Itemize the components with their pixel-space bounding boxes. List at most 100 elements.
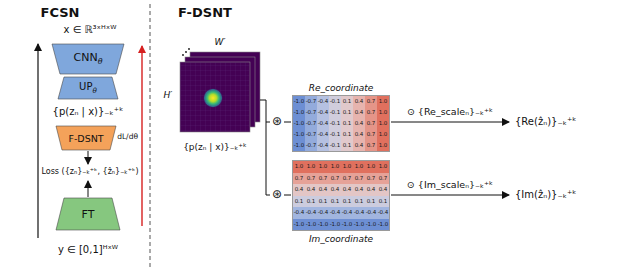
table-cell: 0.7 <box>329 173 341 185</box>
table-cell: 1.0 <box>377 107 389 118</box>
upsampling-block: UPθ <box>58 77 118 99</box>
encoder-block: CNNθ <box>52 44 124 74</box>
heatmap-pixels <box>180 62 250 132</box>
table-cell: -0.4 <box>317 107 329 118</box>
table-cell: 0.7 <box>341 173 353 185</box>
table-cell: 0.4 <box>353 96 365 107</box>
table-cell: 0.1 <box>293 196 305 208</box>
table-cell: -0.4 <box>293 207 305 219</box>
table-cell: 0.7 <box>293 173 305 185</box>
branch-line <box>284 122 291 195</box>
table-cell: 1.0 <box>377 140 389 151</box>
table-cell: -0.7 <box>305 129 317 140</box>
table-cell: 0.7 <box>305 173 317 185</box>
table-cell: -0.4 <box>341 207 353 219</box>
heatmap-peak <box>203 88 223 108</box>
trapezoid <box>52 44 124 74</box>
target-label: y ∈ [0,1]ᴴˣᵂ <box>57 244 119 256</box>
table-cell: -1.0 <box>329 219 341 231</box>
forward-arrow <box>37 44 38 238</box>
heatmap-layer <box>180 62 250 132</box>
block-subscript: θ <box>92 86 96 95</box>
table-cell: -0.1 <box>329 118 341 129</box>
table-cell: 0.4 <box>353 118 365 129</box>
table-cell: -0.4 <box>317 118 329 129</box>
table-cell: 0.4 <box>317 184 329 196</box>
input-label: x ∈ ℝ³ˣᴴˣᵂ <box>63 24 118 36</box>
panel-title: FCSN <box>40 6 81 21</box>
flow-arrow <box>88 181 89 197</box>
table-cell: -0.4 <box>365 207 377 219</box>
table-cell: 0.7 <box>365 107 377 118</box>
table-cell: 0.4 <box>377 184 389 196</box>
table-cell: -1.0 <box>365 219 377 231</box>
output-arrow <box>391 122 509 123</box>
table-cell: 1.0 <box>329 161 341 173</box>
table-cell: -1.0 <box>353 219 365 231</box>
table-cell: 0.4 <box>353 129 365 140</box>
table-cell: -0.4 <box>317 207 329 219</box>
block-text: F-DSNT <box>68 133 103 144</box>
block-subscript: θ <box>98 58 103 67</box>
block-text: CNNθ <box>74 51 103 66</box>
table-cell: 1.0 <box>377 161 389 173</box>
table-cell: -1.0 <box>293 140 305 151</box>
table-cell: 0.1 <box>341 96 353 107</box>
block-name: UP <box>79 81 92 92</box>
heatmap-label: {p(zₙ | x)}₋ₖ⁺ᵏ <box>182 142 248 152</box>
dimension-label: H′ <box>163 90 174 100</box>
table-cell: -0.4 <box>305 207 317 219</box>
block-text: UPθ <box>79 81 97 95</box>
table-cell: -0.7 <box>305 140 317 151</box>
fourier-block: FT <box>56 198 120 230</box>
table-cell: -1.0 <box>293 219 305 231</box>
table-cell: 0.4 <box>365 184 377 196</box>
table-cell: -0.7 <box>305 118 317 129</box>
convolution-symbol: ⊛ <box>271 115 283 129</box>
trapezoid <box>56 126 116 150</box>
coordinate-grid: Im_coordinate1.01.01.01.01.01.01.01.00.7… <box>292 160 390 231</box>
table-cell: 1.0 <box>341 161 353 173</box>
table-cell: 0.7 <box>365 129 377 140</box>
table-cell: -1.0 <box>377 219 389 231</box>
dimension-label: W′ <box>214 37 227 47</box>
scale-label: ⊙ {Im_scaleₙ}₋ₖ⁺ᵏ <box>406 180 494 191</box>
block-name: FT <box>82 208 95 221</box>
table-cell: 0.7 <box>377 173 389 185</box>
table-cell: -1.0 <box>293 129 305 140</box>
table-cell: 0.7 <box>317 173 329 185</box>
flow-arrow <box>88 151 89 164</box>
table-cell: -0.4 <box>329 207 341 219</box>
table-cell: -1.0 <box>341 219 353 231</box>
table-cell: 1.0 <box>365 161 377 173</box>
table-cell: -1.0 <box>317 219 329 231</box>
table-cell: 0.1 <box>329 196 341 208</box>
stack-dot <box>188 48 190 50</box>
table-cell: -0.1 <box>329 140 341 151</box>
table-cell: 0.1 <box>341 196 353 208</box>
output-label: {Im(ẑₙ)}₋ₖ⁺ᵏ <box>514 189 578 201</box>
loss-label: Loss ({zₙ}₋ₖ⁺ᵏ, {ẑₙ}₋ₖ⁺ᵏ) <box>40 167 139 176</box>
table-cell: 0.7 <box>365 173 377 185</box>
table-cell: -0.1 <box>329 107 341 118</box>
table-cell: 0.7 <box>365 140 377 151</box>
table-cell: 0.1 <box>305 196 317 208</box>
table-cell: 1.0 <box>377 129 389 140</box>
table-cell: 1.0 <box>353 161 365 173</box>
table-cell: -0.1 <box>329 96 341 107</box>
branch-line <box>260 100 270 195</box>
table-cell: -1.0 <box>293 118 305 129</box>
panel-divider <box>150 4 151 270</box>
table-cell: -0.4 <box>317 140 329 151</box>
table-cell: -0.7 <box>305 96 317 107</box>
table-cell: -1.0 <box>305 219 317 231</box>
block-name: F-DSNT <box>68 133 103 144</box>
table-cell: -0.4 <box>353 207 365 219</box>
table-cell: 0.4 <box>353 107 365 118</box>
table-cell: -0.1 <box>329 129 341 140</box>
block-text: FT <box>82 208 95 221</box>
table-cell: 1.0 <box>377 96 389 107</box>
convolution-symbol: ⊛ <box>271 188 283 202</box>
trapezoid <box>58 77 118 99</box>
table-cell: 1.0 <box>317 161 329 173</box>
